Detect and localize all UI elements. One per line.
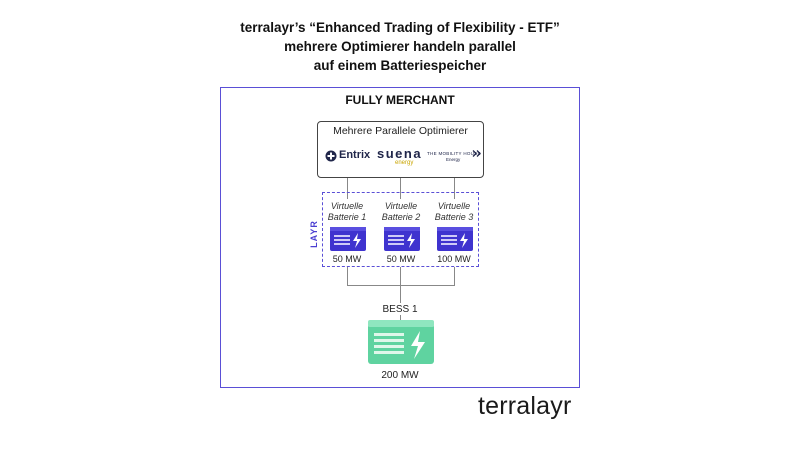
connector-opt-vb3 [454,178,455,199]
connector-opt-vb2 [400,178,401,199]
title-line-2: mehrere Optimierer handeln parallel [284,39,516,54]
layr-box [322,192,479,267]
title-line-3: auf einem Batteriespeicher [313,58,487,73]
optimizers-title: Mehrere Parallele Optimierer [333,125,468,137]
virtual-battery-2-capacity: 50 MW [386,254,416,264]
entrix-logo: Entrix [339,149,371,161]
suena-sub: energy [395,160,414,166]
mobility-house-sub: Energy [446,157,461,162]
connector-horizontal [347,285,455,286]
virtual-battery-2-icon [384,227,420,251]
entrix-plus-icon [325,150,337,162]
bess-capacity: 200 MW [381,370,419,381]
mobility-house-logo: THE MOBILITY HOUSE [427,151,481,156]
suena-logo: suena [377,146,423,161]
terralayr-logo: terralayr [478,392,572,420]
connector-vb3-down [454,267,455,285]
fully-merchant-frame [220,87,580,388]
connector-vb1-down [347,267,348,285]
title-line-1: terralayr’s “Enhanced Trading of Flexibi… [240,20,560,35]
connector-bess [400,315,401,320]
virtual-battery-3-icon [437,227,473,251]
virtual-battery-3-capacity: 100 MW [437,254,471,264]
bess-label: BESS 1 [382,304,418,315]
frame-title: FULLY MERCHANT [345,93,455,107]
layr-label: LAYR [308,220,319,248]
connector-opt-vb1 [347,178,348,199]
chevrons-icon [472,150,481,157]
bess-battery-icon [368,320,434,364]
optimizers-box [317,121,484,178]
virtual-battery-1-icon [330,227,366,251]
virtual-battery-1-capacity: 50 MW [332,254,362,264]
